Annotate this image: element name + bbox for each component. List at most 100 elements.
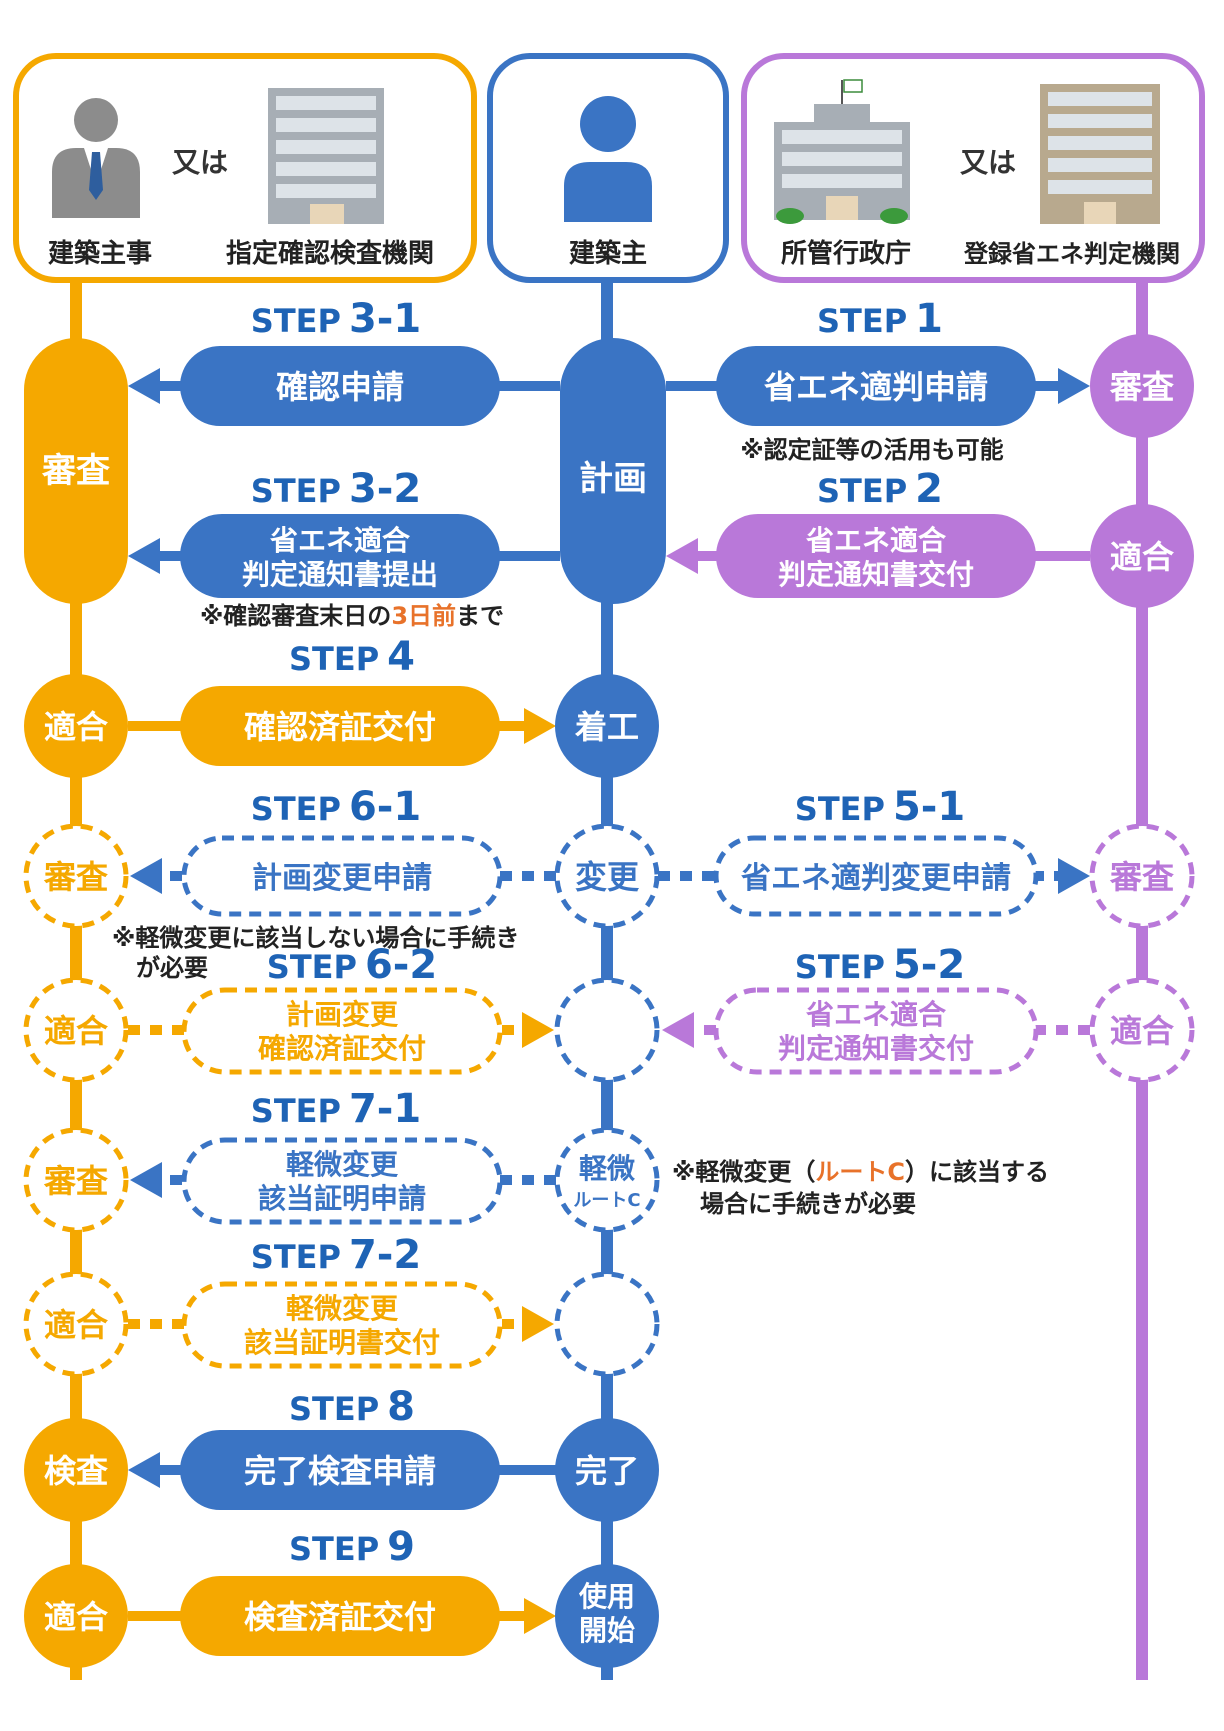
step-3-1-text: 確認申請 — [276, 368, 404, 406]
left-conform-4-node — [24, 674, 128, 778]
left-conform-7-text: 適合 — [44, 1306, 108, 1344]
step-6-2-text-1: 計画変更 — [286, 998, 399, 1031]
step-8-arrowhead — [128, 1452, 160, 1488]
center-blank-7-node — [554, 1271, 660, 1377]
energy-agency-building-icon — [1040, 84, 1160, 224]
note-certificate: ※認定証等の活用も可能 — [740, 436, 1003, 464]
step-2-arrowhead — [666, 538, 698, 574]
center-start-node — [555, 674, 659, 778]
official-person-icon — [52, 98, 140, 218]
left-review-6-node — [23, 823, 129, 929]
step-4-text: 確認済証交付 — [244, 708, 436, 746]
left-conform-9-text: 適合 — [44, 1598, 108, 1636]
step-7-1-arrowhead — [130, 1162, 162, 1198]
or-text-left: 又は — [172, 146, 228, 179]
step-5-2-arrowhead — [662, 1012, 694, 1048]
government-building-icon — [774, 79, 910, 224]
step-7-2-arrowhead — [522, 1306, 554, 1342]
step-7-2-text-1: 軽微変更 — [286, 1292, 399, 1325]
step-6-2-text-2: 確認済証交付 — [258, 1032, 426, 1065]
center-complete-text: 完了 — [575, 1452, 639, 1490]
center-plan-text: 計画 — [579, 459, 647, 499]
center-change-node — [554, 823, 660, 929]
left-conform-6-text: 適合 — [44, 1012, 108, 1050]
step-5-1-arrowhead — [1058, 858, 1090, 894]
step-5-2-text-1: 省エネ適合 — [806, 998, 947, 1031]
step-3-2-arrowhead — [128, 538, 160, 574]
step-5-1-text: 省エネ適判変更申請 — [741, 861, 1011, 896]
step-6-2-arrowhead — [522, 1012, 554, 1048]
right-review-5-node — [1089, 823, 1195, 929]
left-inspect-node — [24, 1418, 128, 1522]
note-route-c-2: 場合に手続きが必要 — [700, 1190, 916, 1218]
agency-label: 指定確認検査機関 — [226, 238, 434, 269]
right-review-node — [1090, 334, 1194, 438]
step-6-1-text: 計画変更申請 — [252, 861, 432, 896]
center-minor-node — [554, 1127, 660, 1233]
center-complete-node — [555, 1418, 659, 1522]
step-8-text: 完了検査申請 — [244, 1452, 436, 1490]
right-conform-5-text: 適合 — [1110, 1012, 1174, 1050]
energy-agency-label: 登録省エネ判定機関 — [963, 240, 1180, 268]
step-7-2-pill — [181, 1281, 503, 1369]
step-4-pill — [180, 686, 500, 766]
owner-person-icon — [564, 96, 652, 222]
government-label: 所管行政庁 — [781, 238, 911, 269]
center-use-text-1: 使用 — [578, 1580, 635, 1613]
step-5-1-pill — [713, 835, 1039, 917]
agency-building-icon — [268, 88, 384, 224]
center-minor-text-1: 軽微 — [579, 1152, 635, 1185]
right-conform-node — [1090, 504, 1194, 608]
step-2-text-1: 省エネ適合 — [806, 524, 947, 557]
step-3-1-arrowhead — [128, 368, 160, 404]
step-3-2-text-1: 省エネ適合 — [270, 524, 411, 557]
step-7-1-text-1: 軽微変更 — [286, 1148, 399, 1181]
left-conform-7-node — [23, 1271, 129, 1377]
right-review-5-text: 審査 — [1109, 858, 1174, 896]
note-deadline: ※確認審査末日の3日前まで — [200, 602, 504, 630]
step-5-2-text-2: 判定通知書交付 — [778, 1032, 974, 1065]
left-review-text: 審査 — [41, 451, 110, 491]
center-start-text: 着工 — [574, 708, 639, 746]
step-7-2-text-2: 該当証明書交付 — [244, 1326, 440, 1359]
center-minor-text-2: ルートC — [573, 1190, 640, 1211]
center-use-text-2: 開始 — [579, 1614, 635, 1647]
owner-label: 建築主 — [569, 238, 647, 269]
center-blank-6-node — [554, 977, 660, 1083]
note-non-minor-2: が必要 — [136, 954, 208, 982]
right-review-text: 審査 — [1109, 368, 1174, 406]
step-9-pill — [180, 1576, 500, 1656]
right-conform-5-node — [1089, 977, 1195, 1083]
official-label: 建築主事 — [48, 238, 152, 269]
step-1-pill — [716, 346, 1036, 426]
left-inspect-text: 検査 — [44, 1452, 108, 1490]
step-2-text-2: 判定通知書交付 — [778, 558, 974, 591]
step-9-text: 検査済証交付 — [244, 1598, 436, 1636]
step-5-2-pill — [713, 987, 1039, 1075]
step-1-text: 省エネ適判申請 — [764, 368, 988, 406]
center-use-node — [555, 1564, 659, 1668]
right-conform-text: 適合 — [1110, 538, 1174, 576]
left-review-node — [24, 338, 128, 604]
step-6-1-pill — [181, 835, 503, 917]
step-3-2-text-2: 判定通知書提出 — [242, 558, 438, 591]
step-8-pill — [180, 1430, 500, 1510]
note-route-c-1: ※軽微変更（ルートC）に該当する — [672, 1158, 1049, 1186]
center-plan-node — [560, 338, 666, 604]
step-1-arrowhead — [1058, 368, 1090, 404]
step-7-1-pill — [181, 1137, 503, 1225]
step-6-2-pill — [181, 987, 503, 1075]
left-review-7-node — [23, 1127, 129, 1233]
